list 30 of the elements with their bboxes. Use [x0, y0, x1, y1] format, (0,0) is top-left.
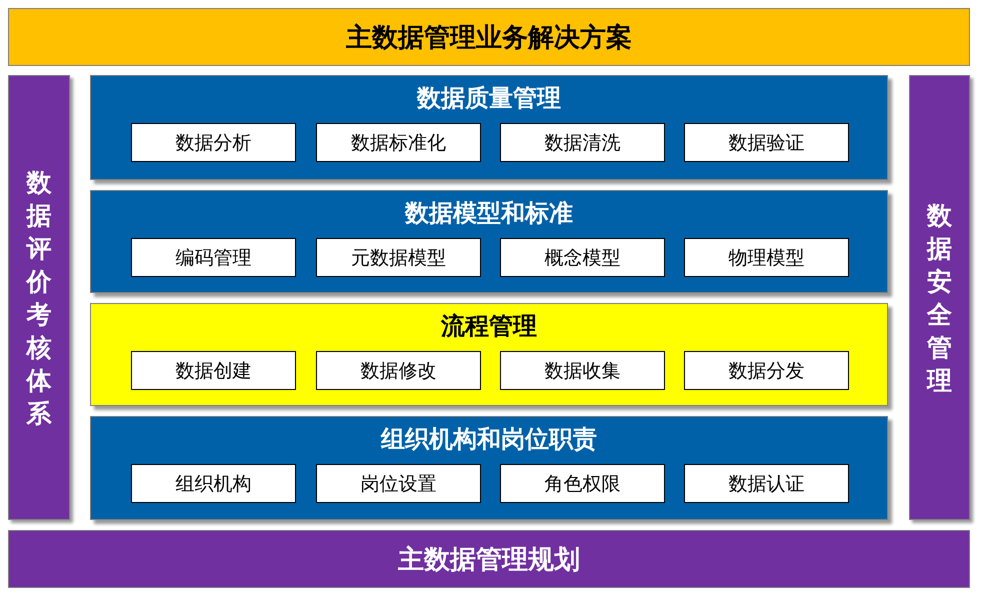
item-box: 概念模型 — [500, 238, 665, 277]
panel-heading: 数据模型和标准 — [404, 198, 574, 229]
panel-heading: 流程管理 — [440, 311, 538, 342]
item-box: 数据认证 — [684, 464, 849, 503]
item-box: 物理模型 — [684, 238, 849, 277]
item-box: 岗位设置 — [316, 464, 481, 503]
layer-panel — [90, 190, 888, 293]
pillar-title: 数据安全管理 — [926, 200, 953, 396]
item-box: 组织机构 — [131, 464, 296, 503]
item-box: 数据分析 — [131, 123, 296, 162]
item-box: 数据分发 — [684, 351, 849, 390]
item-box: 数据清洗 — [500, 123, 665, 162]
item-box: 数据修改 — [316, 351, 481, 390]
panel-heading: 组织机构和岗位职责 — [380, 424, 598, 455]
item-box: 数据创建 — [131, 351, 296, 390]
side-pillar — [909, 75, 970, 520]
item-box: 元数据模型 — [316, 238, 481, 277]
base-banner: 主数据管理规划 — [8, 530, 970, 588]
pillar-title: 数据评价考核体系 — [25, 166, 52, 430]
item-box: 编码管理 — [131, 238, 296, 277]
item-box: 数据收集 — [500, 351, 665, 390]
item-box: 数据标准化 — [316, 123, 481, 162]
item-box: 数据验证 — [684, 123, 849, 162]
panel-heading: 数据质量管理 — [416, 83, 562, 114]
item-box: 角色权限 — [500, 464, 665, 503]
layer-panel — [90, 303, 888, 406]
layer-panel — [90, 75, 888, 180]
side-pillar — [8, 75, 70, 520]
title-banner: 主数据管理业务解决方案 — [8, 8, 970, 66]
layer-panel — [90, 416, 888, 520]
